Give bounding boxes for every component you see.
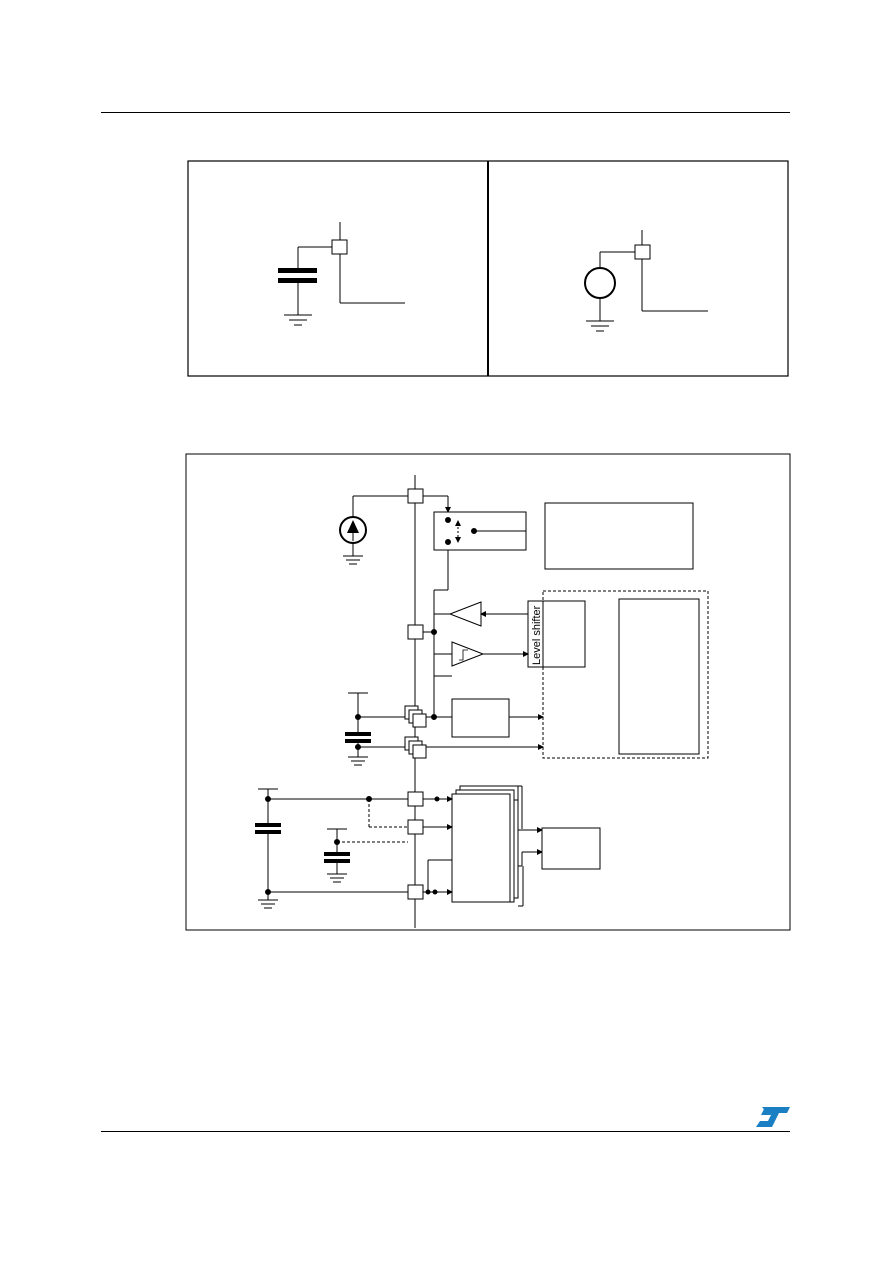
figure-bottom-frame — [185, 453, 791, 931]
dashed-region — [542, 590, 709, 759]
panel-left-capacitor — [278, 222, 405, 326]
panel-right-source — [584, 230, 708, 332]
capacitor-plate-bottom — [278, 278, 317, 283]
footer-rule — [101, 1131, 790, 1132]
analog-block — [451, 698, 510, 738]
input-buffer-icon — [451, 641, 485, 667]
figure-top — [187, 160, 789, 377]
pin-box-2 — [407, 624, 424, 640]
pin-box-left — [331, 239, 348, 255]
pin-box-right — [634, 244, 651, 260]
pin-stack-1 — [404, 705, 427, 728]
regulator-block-front — [451, 793, 511, 903]
level-shifter-label: Level shifter — [531, 605, 543, 665]
pin-stack-2 — [404, 736, 427, 759]
pin-box-3 — [407, 791, 424, 807]
source-circle-icon — [584, 267, 616, 299]
pin-box-5 — [407, 884, 424, 900]
level-shifter-block — [527, 600, 586, 668]
header-rule — [101, 112, 790, 113]
output-buffer-icon — [448, 601, 482, 627]
core-block — [618, 598, 700, 755]
right-upper-box — [544, 502, 694, 570]
pin-box-1 — [407, 488, 424, 504]
capacitor-plate-top — [278, 268, 317, 273]
output-block — [541, 827, 601, 870]
pin-box-4 — [407, 819, 424, 835]
st-logo — [756, 1107, 790, 1127]
figure-bottom: Level shifter — [185, 453, 791, 931]
